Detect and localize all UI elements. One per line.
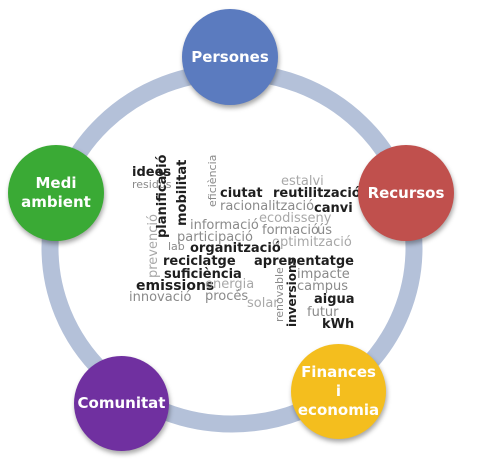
node-medi-label: Medi ambient: [21, 174, 91, 211]
node-medi-ambient[interactable]: Medi ambient: [8, 145, 104, 241]
node-recursos[interactable]: Recursos: [358, 145, 454, 241]
node-persones[interactable]: Persones: [182, 9, 278, 105]
node-comunitat[interactable]: Comunitat: [74, 356, 169, 451]
node-recursos-label: Recursos: [367, 183, 445, 202]
node-finances-i-economia[interactable]: Finances i economia: [291, 344, 386, 439]
node-finances-label: Finances i economia: [297, 363, 380, 419]
node-persones-label: Persones: [191, 47, 269, 66]
node-comunitat-label: Comunitat: [77, 394, 166, 413]
